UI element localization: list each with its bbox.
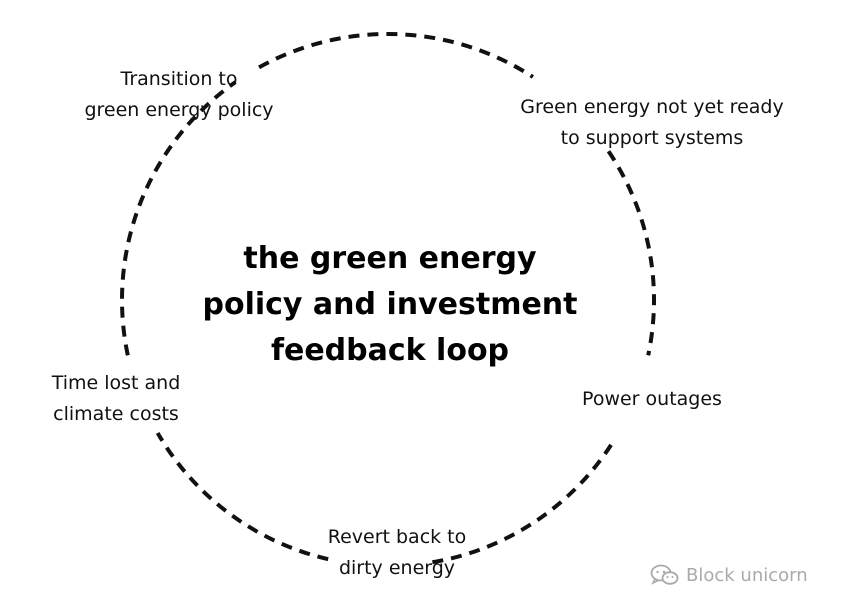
diagram-title: the green energy policy and investment f… <box>190 236 590 374</box>
node-outages-line-1: Power outages <box>582 388 722 410</box>
node-transition-line-2: green energy policy <box>84 99 274 121</box>
arc-left-lower <box>155 431 329 562</box>
title-line-2: policy and investment <box>202 287 578 322</box>
node-time-lost-line-1: Time lost and <box>51 372 181 394</box>
loop-arcs <box>120 32 656 566</box>
node-revert-line-1: Revert back to <box>327 526 467 548</box>
node-time-lost-line-2: climate costs <box>53 403 179 425</box>
arc-left-upper <box>120 80 237 356</box>
node-transition-to-green-energy-policy: Transition to green energy policy <box>64 64 294 126</box>
watermark-text: Block unicorn <box>686 564 808 586</box>
arc-right-lower <box>424 443 613 566</box>
watermark: Block unicorn <box>650 563 808 587</box>
arc-right-upper <box>606 150 656 356</box>
node-not-ready-line-2: to support systems <box>560 127 744 149</box>
title-line-1: the green energy <box>243 241 537 276</box>
node-green-energy-not-ready: Green energy not yet ready to support sy… <box>502 92 802 154</box>
node-revert-to-dirty-energy: Revert back to dirty energy <box>312 522 482 584</box>
node-transition-line-1: Transition to <box>120 68 238 90</box>
node-revert-line-2: dirty energy <box>338 557 456 579</box>
title-line-3: feedback loop <box>270 333 510 368</box>
node-power-outages: Power outages <box>567 384 737 415</box>
node-not-ready-line-1: Green energy not yet ready <box>520 96 784 118</box>
wechat-icon <box>650 564 680 586</box>
arc-top <box>258 32 534 79</box>
node-time-lost-and-climate-costs: Time lost and climate costs <box>36 368 196 430</box>
